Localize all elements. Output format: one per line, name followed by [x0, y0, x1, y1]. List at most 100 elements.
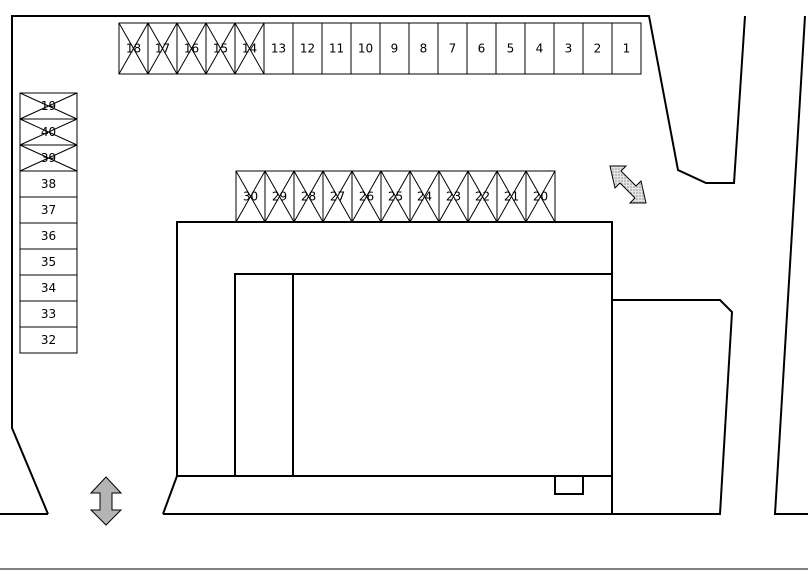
lot-boundary-left: [11, 15, 746, 515]
occupied-cross-mark: [351, 170, 382, 223]
parking-space-number: 6: [478, 42, 486, 56]
parking-space: 19: [19, 92, 78, 120]
parking-space-number: 1: [623, 42, 631, 56]
parking-space-number: 26: [359, 190, 374, 204]
parking-space: 39: [19, 144, 78, 172]
side-arrow-icon: [609, 165, 647, 204]
parking-space-number: 18: [126, 42, 141, 56]
parking-space-number: 40: [41, 125, 56, 139]
parking-space-number: 3: [565, 42, 573, 56]
occupied-cross-mark: [293, 170, 324, 223]
parking-space: 13: [263, 22, 294, 75]
parking-space: 5: [495, 22, 526, 75]
parking-space: 34: [19, 274, 78, 302]
parking-space-number: 16: [184, 42, 199, 56]
parking-space-number: 4: [536, 42, 544, 56]
occupied-cross-mark: [264, 170, 295, 223]
parking-space: 22: [467, 170, 498, 223]
occupied-cross-mark: [118, 22, 149, 75]
parking-space: 32: [19, 326, 78, 354]
parking-space-number: 37: [41, 203, 56, 217]
occupied-cross-mark: [380, 170, 411, 223]
occupied-cross-mark: [235, 170, 266, 223]
parking-space: 17: [147, 22, 178, 75]
building-inner-band: [234, 273, 612, 476]
occupied-cross-mark: [234, 22, 265, 75]
occupied-cross-mark: [467, 170, 498, 223]
parking-space: 25: [380, 170, 411, 223]
occupied-cross-mark: [147, 22, 178, 75]
parking-space-number: 20: [533, 190, 548, 204]
parking-space: 14: [234, 22, 265, 75]
occupied-cross-mark: [322, 170, 353, 223]
parking-space-number: 19: [41, 99, 56, 113]
parking-space-number: 13: [271, 42, 286, 56]
occupied-cross-mark: [525, 170, 556, 223]
parking-space: 36: [19, 222, 78, 250]
parking-space: 38: [19, 170, 78, 198]
occupied-cross-mark: [496, 170, 527, 223]
parking-space: 24: [409, 170, 440, 223]
parking-space: 28: [293, 170, 324, 223]
parking-row-middle: 30 29 28 27 26 25 24 23 22 21 20: [235, 170, 556, 223]
parking-space-number: 15: [213, 42, 228, 56]
occupied-cross-mark: [409, 170, 440, 223]
building-outline: [162, 221, 613, 515]
parking-space: 33: [19, 300, 78, 328]
parking-space-number: 2: [594, 42, 602, 56]
occupied-cross-mark: [438, 170, 469, 223]
parking-space: 35: [19, 248, 78, 276]
parking-space: 37: [19, 196, 78, 224]
parking-space-number: 29: [272, 190, 287, 204]
parking-space-number: 30: [243, 190, 258, 204]
parking-space-number: 33: [41, 307, 56, 321]
parking-space-number: 39: [41, 151, 56, 165]
parking-space-number: 5: [507, 42, 515, 56]
parking-space-number: 22: [475, 190, 490, 204]
parking-space: 9: [379, 22, 410, 75]
parking-space-number: 9: [391, 42, 399, 56]
parking-space: 29: [264, 170, 295, 223]
parking-space-number: 27: [330, 190, 345, 204]
parking-space: 16: [176, 22, 207, 75]
parking-space-number: 23: [446, 190, 461, 204]
building-notch: [554, 476, 584, 495]
parking-space: 21: [496, 170, 527, 223]
parking-space: 12: [292, 22, 323, 75]
parking-space: 7: [437, 22, 468, 75]
parking-space-number: 35: [41, 255, 56, 269]
parking-space: 8: [408, 22, 439, 75]
parking-space: 18: [118, 22, 149, 75]
parking-space: 23: [438, 170, 469, 223]
parking-space-number: 21: [504, 190, 519, 204]
parking-space: 27: [322, 170, 353, 223]
parking-space-number: 34: [41, 281, 56, 295]
parking-space-number: 24: [417, 190, 432, 204]
entrance-arrow-icon: [89, 476, 123, 526]
lot-boundary-right: [773, 15, 808, 515]
parking-space-number: 25: [388, 190, 403, 204]
parking-column-left: 19 40 39 38 37 36 35 34 33 32: [19, 92, 78, 354]
occupied-cross-mark: [176, 22, 207, 75]
occupied-cross-mark: [19, 118, 78, 146]
parking-space-number: 8: [420, 42, 428, 56]
parking-space-number: 36: [41, 229, 56, 243]
parking-space-number: 10: [358, 42, 373, 56]
parking-space: 11: [321, 22, 352, 75]
parking-space: 40: [19, 118, 78, 146]
parking-space: 26: [351, 170, 382, 223]
parking-space: 1: [611, 22, 642, 75]
parking-space: 6: [466, 22, 497, 75]
occupied-cross-mark: [19, 92, 78, 120]
parking-space-number: 14: [242, 42, 257, 56]
parking-space: 4: [524, 22, 555, 75]
occupied-cross-mark: [205, 22, 236, 75]
parking-space: 3: [553, 22, 584, 75]
occupied-cross-mark: [19, 144, 78, 172]
parking-space: 30: [235, 170, 266, 223]
parking-space: 10: [350, 22, 381, 75]
parking-space-number: 28: [301, 190, 316, 204]
parking-space-number: 12: [300, 42, 315, 56]
parking-space: 2: [582, 22, 613, 75]
